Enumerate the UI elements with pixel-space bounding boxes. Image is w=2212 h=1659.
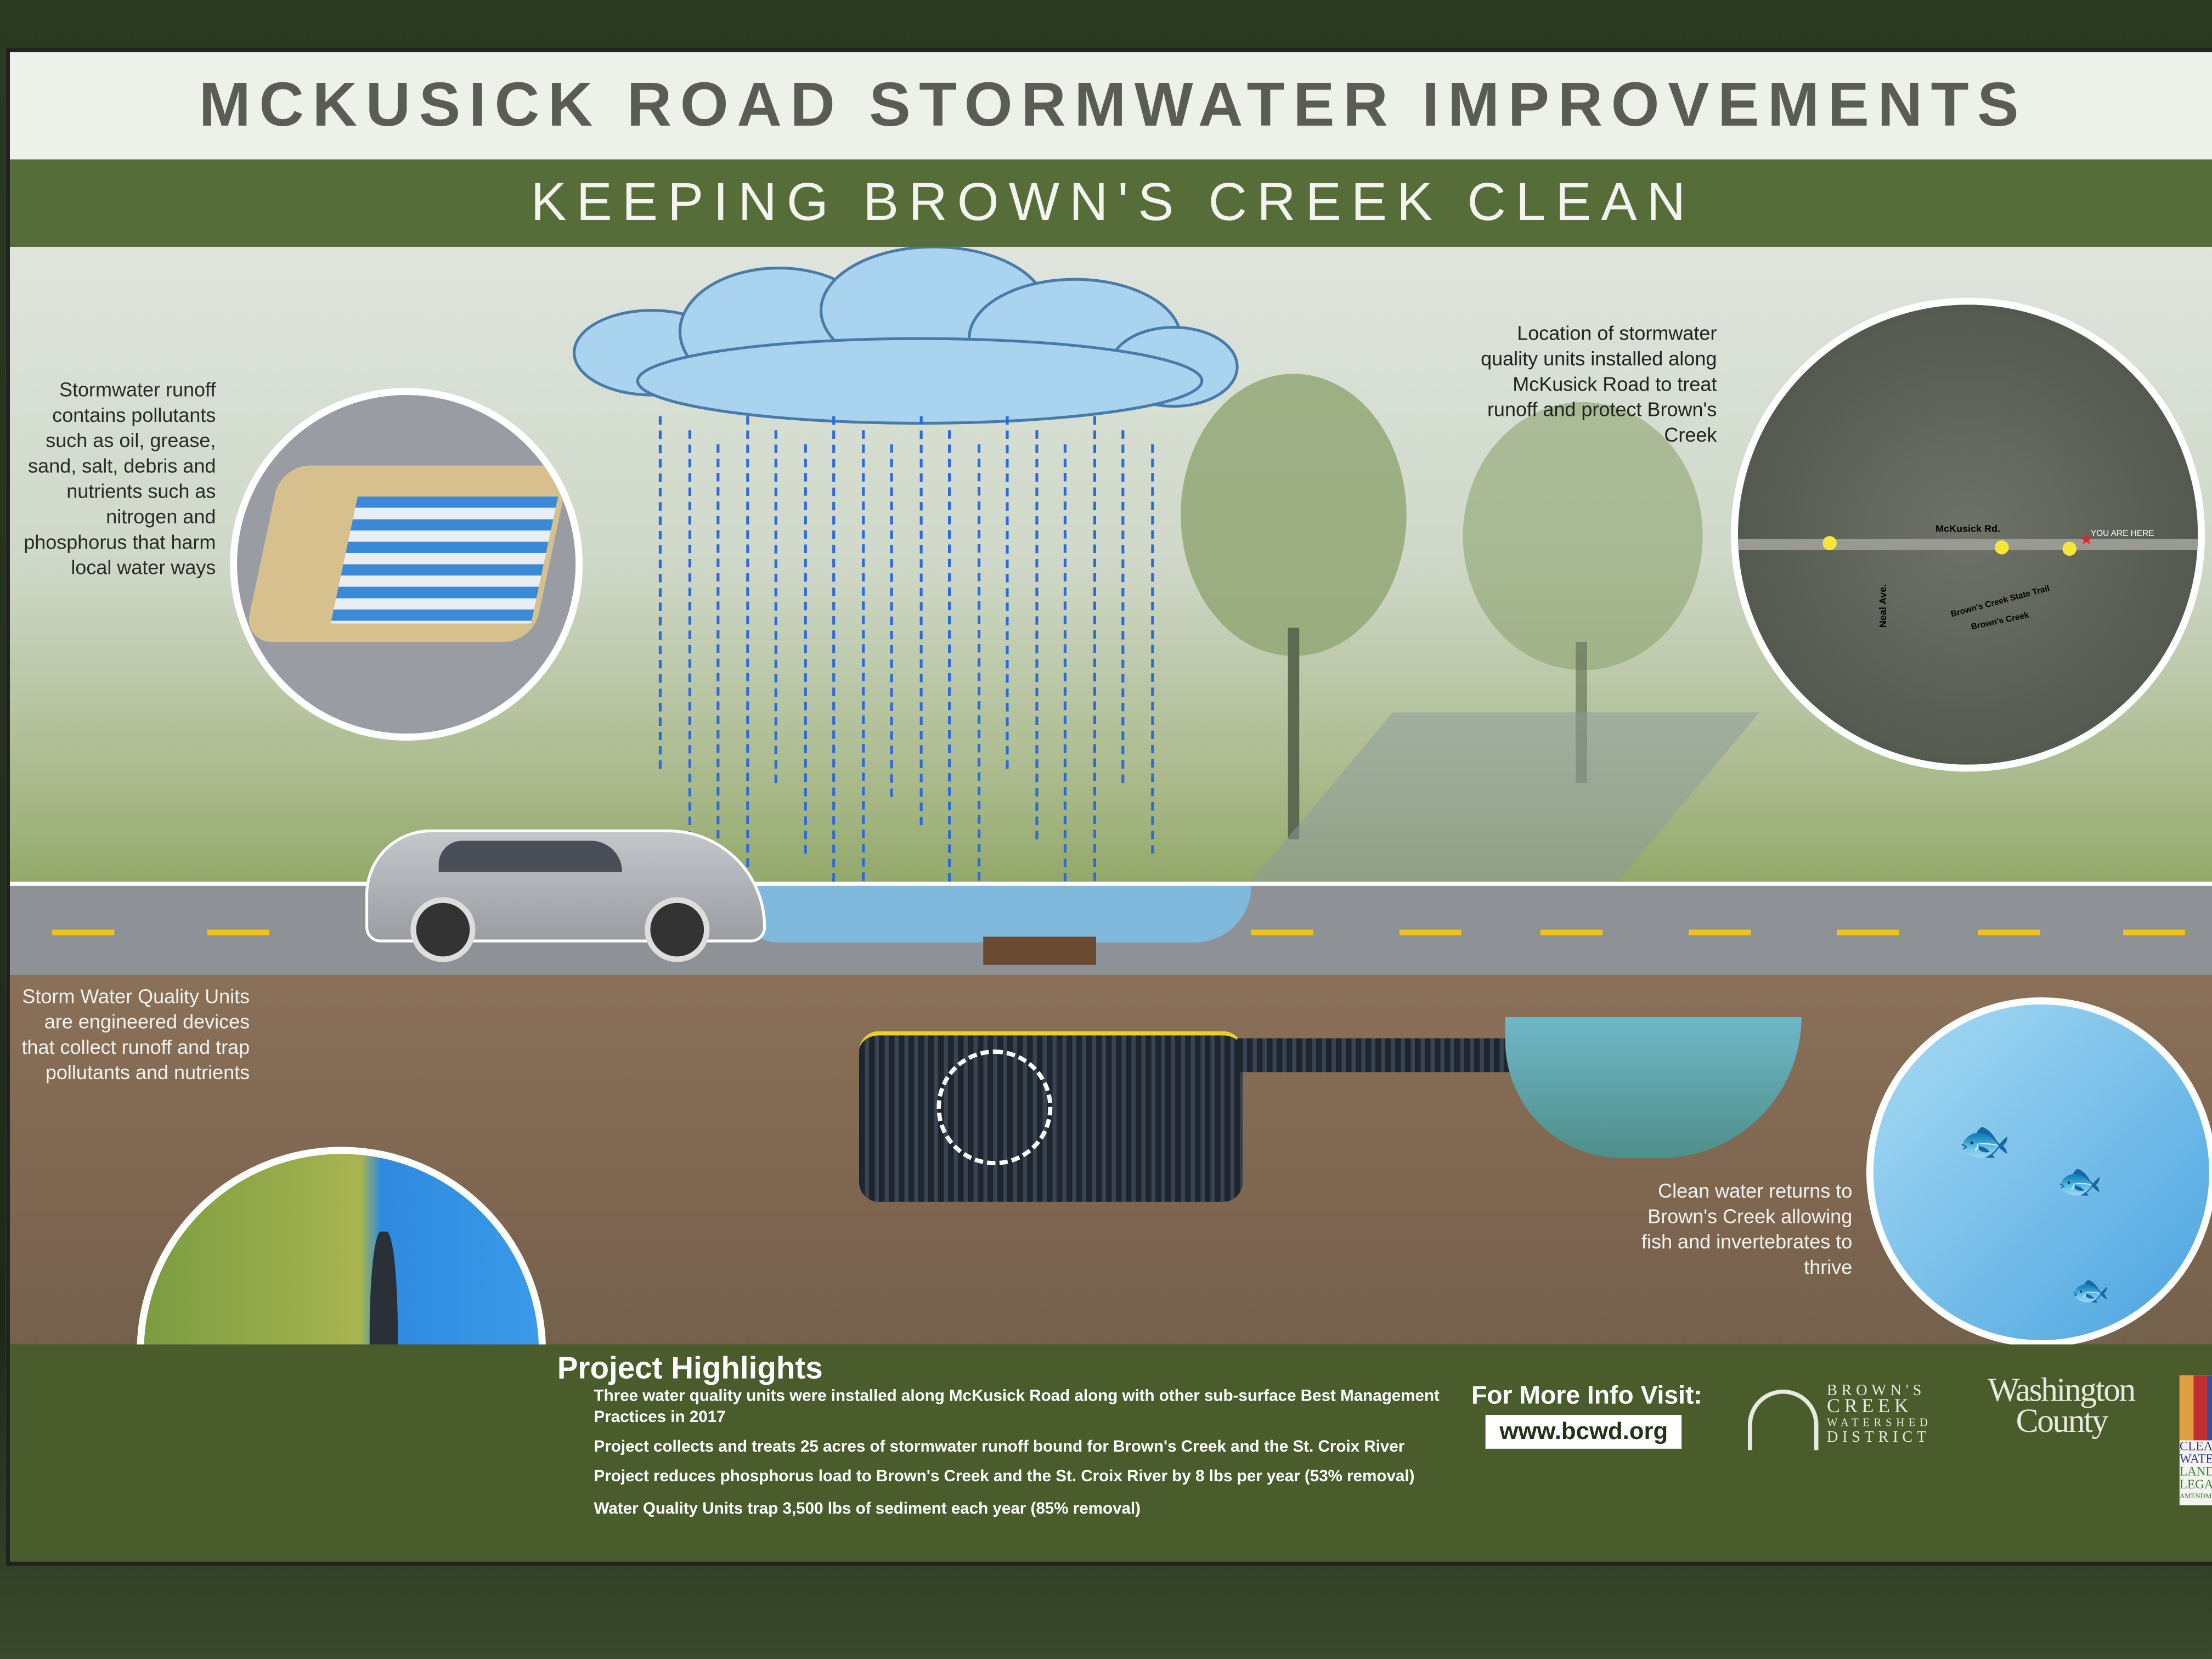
road-lane-dash	[1399, 929, 1462, 935]
road-lane-dash	[1836, 929, 1899, 935]
road-lane-dash	[1978, 929, 2040, 935]
storm-drain-inlet	[983, 936, 1096, 965]
logo-line: WATERSHED	[1826, 1416, 1932, 1429]
units-callout: Storm Water Quality Units are engineered…	[21, 984, 250, 1084]
unit-marker	[2062, 541, 2077, 556]
road-lane-dash	[52, 929, 115, 935]
map-label-ave: Neal Ave.	[1879, 584, 1889, 628]
rain-drop	[977, 444, 980, 967]
rain-drop	[687, 430, 691, 839]
map-label-road: McKusick Rd.	[1935, 524, 2001, 535]
landscape-illustration: Stormwater runoff contains pollutants su…	[9, 246, 2212, 967]
rain-drop	[1121, 430, 1125, 783]
location-map: McKusick Rd. Neal Ave. Brown's Creek Sta…	[1731, 297, 2205, 772]
website-link[interactable]: www.bcwd.org	[1485, 1415, 1682, 1449]
highlight-item: Project collects and treats 25 acres of …	[594, 1438, 1405, 1456]
tree-trunk	[1288, 628, 1300, 839]
pollutants-detail-circle	[230, 388, 583, 741]
highlight-item: Three water quality units were installed…	[594, 1388, 1440, 1426]
water-quality-unit-pipe	[859, 1031, 1243, 1202]
logo-line: AMENDMENT	[2179, 1494, 2212, 1501]
highlight-item: Project reduces phosphorus load to Brown…	[594, 1468, 1415, 1486]
cloud-icon	[572, 246, 1239, 425]
fish-icon: 🐟	[1958, 1119, 2011, 1165]
clean-water-callout: Clean water returns to Brown's Creek all…	[1641, 1179, 1853, 1278]
rain-drop	[716, 444, 720, 910]
washington-county-logo: Washington County	[1988, 1372, 2136, 1441]
rain-drop	[919, 416, 922, 826]
unit-marker	[1822, 536, 1837, 550]
car-icon	[365, 829, 766, 962]
fish-icon: 🐟	[2070, 1272, 2110, 1308]
highlight-item: Water Quality Units trap 3,500 lbs of se…	[594, 1500, 1141, 1518]
logo-line: BROWN'S	[1826, 1382, 1926, 1400]
logo-line: WATER	[2179, 1451, 2212, 1466]
rain-drop	[803, 444, 806, 854]
rain-drop	[658, 416, 662, 769]
road-lane-dash	[207, 929, 270, 935]
logo-line: Washington	[1988, 1372, 2136, 1409]
logo-line: CREEK	[1826, 1396, 1913, 1418]
storm-drain-grate-icon	[330, 496, 558, 624]
more-info-label: For More Info Visit:	[1471, 1381, 1702, 1409]
sign-subtitle: KEEPING BROWN'S CREEK CLEAN	[9, 159, 2212, 247]
rain-drop	[1006, 416, 1009, 769]
fish-detail-circle: 🐟 🐟 🐟	[1866, 997, 2212, 1347]
road-lane-dash	[1540, 929, 1603, 935]
map-label-you-are-here: YOU ARE HERE	[2090, 530, 2154, 539]
creek-stream	[1250, 712, 1760, 882]
legacy-amendment-logo: CLEAN WATER LAND LEGACY AMENDMENT	[2179, 1375, 2212, 1505]
rain-drop	[1150, 444, 1154, 854]
map-callout: Location of stormwater quality units ins…	[1481, 321, 1717, 446]
rain-drop	[745, 416, 749, 938]
pipe-detail-marker	[936, 1049, 1053, 1165]
unit-marker	[1994, 540, 2009, 555]
car-wheel	[410, 897, 476, 962]
fish-icon: 🐟	[2057, 1159, 2103, 1202]
sign-panel: MCKUSICK ROAD STORMWATER IMPROVEMENTS KE…	[5, 48, 2212, 1566]
logo-line: DISTRICT	[1826, 1429, 1931, 1446]
runoff-puddle	[743, 885, 1251, 943]
tree	[1181, 374, 1407, 656]
logo-line: CLEAN	[2179, 1438, 2212, 1453]
road-lane-dash	[2123, 929, 2186, 935]
star-icon: ★	[2079, 532, 2094, 549]
road-lane-dash	[1688, 929, 1751, 935]
bridge-icon	[1747, 1389, 1819, 1451]
car-window	[438, 840, 622, 872]
tree	[1463, 402, 1703, 670]
road	[9, 829, 2212, 984]
map-road	[1737, 539, 2198, 550]
rain-drop	[832, 416, 836, 882]
car-wheel	[645, 897, 710, 962]
outlet-pipe	[1237, 1038, 1514, 1073]
rain-drop	[1092, 416, 1096, 938]
logo-line: LEGACY	[2179, 1477, 2212, 1491]
map-label-trail: Brown's Creek State Trail	[1950, 585, 2051, 620]
pollutants-callout: Stormwater runoff contains pollutants su…	[24, 378, 216, 579]
sign-title: MCKUSICK ROAD STORMWATER IMPROVEMENTS	[9, 52, 2212, 160]
rain-drop	[1035, 430, 1038, 839]
map-label-creek: Brown's Creek	[1970, 612, 2030, 633]
logo-line: County	[2016, 1403, 2109, 1441]
rain-drop	[774, 430, 777, 783]
footer-band	[9, 1344, 2212, 1562]
rain-drop	[890, 444, 893, 797]
rain-drop	[1063, 444, 1066, 910]
rain-drop	[947, 430, 951, 896]
road-lane-dash	[1251, 929, 1313, 935]
highlights-title: Project Highlights	[557, 1350, 823, 1386]
rain-drop	[861, 430, 864, 952]
logo-line: LAND	[2179, 1464, 2212, 1479]
